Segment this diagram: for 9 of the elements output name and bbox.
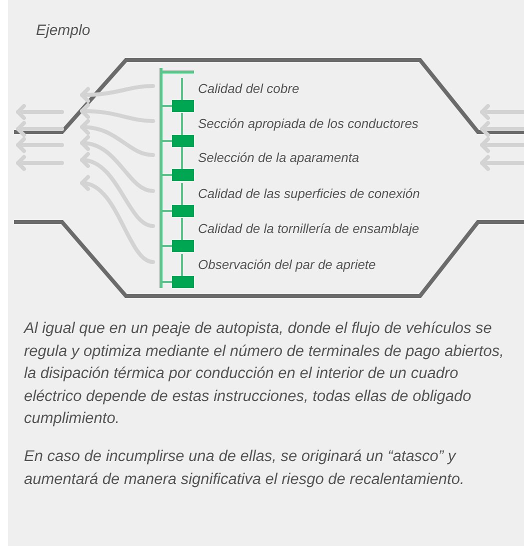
requirement-label: Sección apropiada de los conductores — [198, 116, 418, 131]
heading: Ejemplo — [36, 22, 90, 39]
requirement-label: Calidad de las superficies de conexión — [198, 186, 420, 201]
requirement-label: Selección de la aparamenta — [198, 150, 360, 165]
requirement-label: Calidad de la tornillería de ensamblaje — [198, 221, 420, 236]
requirement-label: Observación del par de apriete — [198, 257, 376, 272]
requirement-label: Calidad del cobre — [198, 81, 300, 96]
description-paragraph: Al igual que en un peaje de autopista, donde el flujo de vehículos se regula y optimiza mediante el número de terminales de pago abiertos, la disipación térmica por conducción en el interior de un cuadro eléctrico depende de estas instrucciones, todas ellas de obligado cumplimiento. — [24, 319, 505, 429]
description-paragraph: En caso de incumplirse una de ellas, se originará un “atasco” y aumentará de manera significativa el riesgo de recalentamiento. — [24, 447, 466, 490]
